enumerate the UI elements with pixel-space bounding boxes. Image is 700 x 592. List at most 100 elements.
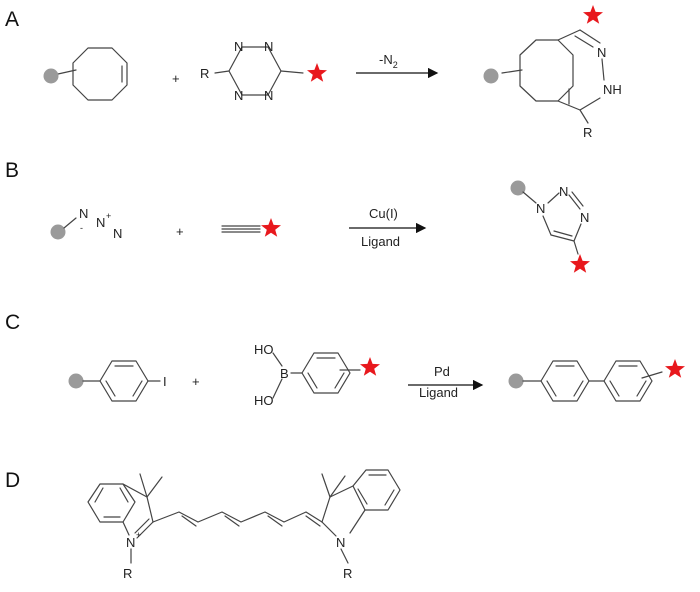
triazole-star-bond <box>573 240 579 255</box>
right-aryl-n-bond <box>349 509 366 534</box>
pyridazine-bond-n-nh <box>601 58 605 81</box>
boronic-aryl-ring <box>301 352 351 394</box>
chain-double-4 <box>305 515 321 527</box>
condition-b-top: Cu(I) <box>369 206 398 221</box>
iodide-label: I <box>163 374 167 389</box>
pyridazine-bond-bottom <box>557 100 581 111</box>
left-benzo-ring <box>87 483 136 523</box>
red-star-icon <box>307 63 327 82</box>
red-star-icon <box>583 5 603 24</box>
biaryl-ring-2-inner-3 <box>609 380 620 397</box>
product-a-substrate-link <box>501 69 523 74</box>
tetrazine-n4: N <box>264 88 273 103</box>
triazole-bond-n1-n2 <box>547 192 560 204</box>
pyridazine-bond-top <box>557 29 581 41</box>
azide-minus: - <box>80 223 83 233</box>
panel-label-b: B <box>5 159 19 182</box>
cyclooctene-ring <box>72 47 128 101</box>
condition-c-top: Pd <box>434 364 450 379</box>
reaction-c: I + HO B HO Pd Ligand <box>68 342 685 408</box>
gray-circle-icon <box>43 68 59 84</box>
left-c2-n-bond <box>136 521 154 539</box>
pyridazine-bond-c-n <box>579 29 601 44</box>
product-a-nh: NH <box>603 82 622 97</box>
azide-n2: N <box>96 215 105 230</box>
biaryl-star-bond <box>641 371 663 379</box>
aryl-iodide-inner-2 <box>132 380 143 397</box>
cyanine-dye-structure: N + R N R <box>87 469 401 581</box>
biaryl-ring-1-inner-2 <box>573 380 584 397</box>
fused-cyclooctane-ring <box>519 39 574 102</box>
gray-circle-icon <box>50 224 66 240</box>
gray-circle-icon <box>483 68 499 84</box>
biaryl-ring-2-inner-2 <box>636 380 647 397</box>
right-n-label: N <box>336 535 345 550</box>
left-r-label: R <box>123 566 132 581</box>
triazole-double-bond-c <box>553 230 573 237</box>
triazole-link <box>522 191 537 204</box>
gray-circle-icon <box>508 373 524 389</box>
red-star-icon <box>570 254 590 273</box>
triazole-double-bond-n <box>571 191 584 207</box>
pyridazine-double-bond <box>574 35 594 48</box>
triazole-n2: N <box>559 184 568 199</box>
product-a-n: N <box>597 45 606 60</box>
panel-label-d: D <box>5 469 20 492</box>
left-methyl-1 <box>139 473 148 498</box>
panel-label-a: A <box>5 8 19 31</box>
aryl-iodide-inner-3 <box>105 380 116 397</box>
azide-n1: N <box>79 206 88 221</box>
pyridazine-bond-nh-c <box>579 97 601 111</box>
tetrazine-n3: N <box>234 88 243 103</box>
left-n-label: N <box>126 535 135 550</box>
right-methyl-2 <box>329 475 346 498</box>
condition-a: -N2 <box>379 52 398 70</box>
red-star-icon <box>261 218 281 237</box>
polymethine-chain <box>152 511 323 523</box>
triazole-bond-c4-c5 <box>550 234 575 242</box>
left-c3-c2-bond <box>146 496 154 523</box>
left-methyl-2 <box>146 476 163 498</box>
biaryl-ring-2 <box>603 360 653 402</box>
boronic-ho-bottom: HO <box>254 393 274 408</box>
gray-circle-icon <box>68 373 84 389</box>
red-star-icon <box>665 359 685 378</box>
condition-c-bottom: Ligand <box>419 385 458 400</box>
reaction-b: N - N + N + Cu(I) Ligand N N N <box>50 180 590 273</box>
product-a-r-bond <box>579 109 589 124</box>
tetrazine-r-bond <box>214 70 230 74</box>
chain-double-3 <box>267 515 283 527</box>
triazole-bond-c5-n1 <box>542 215 552 236</box>
triazole-bond-n2-n3 <box>568 194 581 210</box>
left-benzo-inner-1 <box>94 487 104 503</box>
biaryl-ring-1-inner-3 <box>546 380 557 397</box>
panel-label-c: C <box>5 311 20 334</box>
left-n-aryl-bond <box>122 521 130 536</box>
left-n-charge: + <box>136 530 141 540</box>
right-c3-aryl-bond <box>329 485 354 498</box>
left-c3-bond <box>122 483 148 498</box>
b-oh-bond-top <box>272 352 283 367</box>
substrate-link <box>57 69 77 75</box>
plus-sign-b: + <box>176 224 184 239</box>
right-c2-c3-bond <box>321 496 331 523</box>
tetrazine-star-bond <box>280 70 304 74</box>
right-benzo-ring <box>352 469 401 511</box>
right-n-c2-bond <box>321 521 337 537</box>
azide-n3: N <box>113 226 122 241</box>
left-c2-n-double <box>134 518 150 534</box>
plus-sign-a: + <box>172 71 180 86</box>
triazole-bond-n3-c4 <box>573 223 582 242</box>
chain-double-1 <box>181 515 197 527</box>
boronic-aryl-inner-3 <box>307 372 318 389</box>
plus-sign-c: + <box>192 374 200 389</box>
right-benzo-inner-3 <box>357 488 368 505</box>
red-star-icon <box>360 357 380 376</box>
tetrazine-r-label: R <box>200 66 209 81</box>
gray-circle-icon <box>510 180 526 196</box>
left-benzo-inner-3 <box>119 487 129 503</box>
azide-link <box>63 217 77 229</box>
tetrazine-n2: N <box>264 39 273 54</box>
chain-double-2 <box>224 515 240 527</box>
